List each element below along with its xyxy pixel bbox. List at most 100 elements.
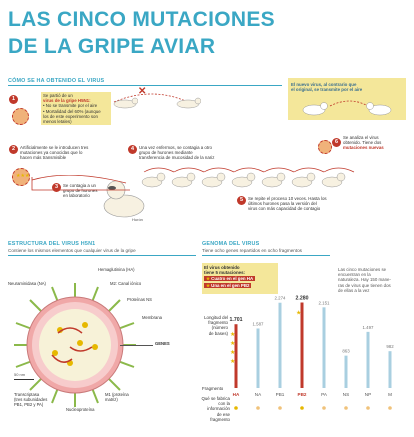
step-3-line: grupo de hurones	[63, 188, 98, 194]
fragment-length-label: 2.274	[275, 296, 287, 301]
page-title-line1: LAS CINCO MUTACIONES	[8, 8, 275, 31]
note-line: ras de virus que tienen dos	[338, 282, 391, 288]
genome-subtitle: Tiene ocho genes repartidos en ocho frag…	[202, 248, 302, 253]
legend-item-ha-label: Cuatro en el gen HA	[211, 276, 254, 281]
genome-divider	[202, 255, 330, 256]
step-2-line: Artificialmente se le introducen tres	[20, 145, 89, 150]
step-6-line: Se analiza el virus	[343, 135, 379, 140]
protein-product-icon	[344, 406, 348, 410]
fragment-name-label: PB2	[298, 392, 307, 397]
structure-subtitle: Contiene los mismos elementos que cualqu…	[8, 248, 136, 253]
genome-bar-chart: 1.701★★★★HA1.587NA2.274PB12.280★PB22.151…	[230, 296, 394, 410]
axis-label-line: de bases)	[208, 330, 228, 336]
fragment-name-label: NA	[255, 392, 262, 397]
function-label-line: Qué se fabrica	[201, 396, 230, 401]
fragment-length-label: 2.280	[296, 296, 309, 302]
step-6-line: obtenido. Tiene dos	[343, 140, 382, 146]
legend-title-line: tiene 5 mutaciones:	[204, 270, 245, 276]
step-4-line: Una vez enfermos, se contagia a otro	[139, 145, 212, 150]
virus-mutated-icon	[12, 168, 30, 186]
protein-product-icon	[256, 406, 260, 410]
step-6-badge: 6	[332, 138, 341, 147]
fragment-length-label: 1.497	[363, 325, 375, 330]
step-2-line: mutaciones ya conocidas que lo	[20, 150, 83, 156]
fragment-name-label: NS	[343, 392, 349, 397]
label-ns-proteins: Proteínas NS	[127, 297, 152, 302]
fragment-name-label: M	[388, 392, 392, 397]
star-icon: ★	[206, 283, 210, 288]
step-3-badge: 3	[52, 183, 61, 192]
step-1-line: menos letales)	[43, 119, 72, 125]
label-neuraminidase: Neuraminidasa (NA)	[8, 281, 46, 286]
step-1-line: los de este experimento son	[43, 113, 98, 119]
length-axis-label: Longitud del fragmento (número de bases)	[202, 315, 228, 336]
fragment-bar-pb2	[300, 302, 304, 388]
label-transcriptase-sub2: PB1, PB2 y PA)	[14, 402, 44, 407]
protein-product-icon	[366, 406, 370, 410]
step-2-line: hacen más transmisible	[20, 155, 67, 161]
step-6-line: mutaciones nuevas	[343, 145, 384, 151]
legend-item-pb2-label: Una en el gen PB2	[211, 283, 250, 288]
protein-product-icon	[300, 406, 304, 410]
label-transcriptase: Transcriptasa	[14, 392, 40, 397]
step-3-line: en laboratorio	[63, 193, 90, 199]
star-icon: ★	[206, 276, 210, 281]
legend-item-pb2: ★ Una en el gen PB2	[204, 283, 252, 289]
fragment-name-label: PA	[321, 392, 328, 397]
virus-new-icon	[318, 140, 332, 154]
mutation-star-icon: ★	[230, 358, 235, 365]
step-5-line: virus con más capacidad de contagio	[248, 206, 321, 212]
virus-original-icon	[12, 108, 29, 125]
fragment-bar-pb1	[278, 302, 282, 388]
step-1-line: Se partió de un	[43, 93, 73, 98]
protein-product-icon	[388, 406, 392, 410]
scale-bar	[14, 379, 34, 380]
mutation-star-icon: ★	[296, 310, 301, 317]
fragment-name-label: HA	[233, 392, 240, 397]
fragment-bar-np	[366, 331, 370, 388]
ferret-icon	[113, 97, 138, 109]
process-heading: CÓMO SE HA OBTENIDO EL VIRUS	[8, 78, 105, 84]
note-line: Las cinco mutaciones se	[338, 267, 387, 272]
mutation-stars-icon: ★★★	[16, 173, 30, 179]
mutation-star-icon: ★	[230, 340, 235, 347]
fragment-length-label: 2.151	[319, 300, 331, 305]
mutation-star-icon: ★	[230, 331, 235, 338]
protein-product-icon	[278, 406, 282, 410]
protein-product-icon	[322, 406, 326, 410]
label-transcriptase-sub: (tres subunidades	[14, 397, 48, 402]
fragment-bar-ha	[234, 324, 238, 388]
airborne-arrow-dashed	[113, 93, 189, 103]
scale-label: 50 nm	[14, 372, 26, 377]
process-divider	[8, 85, 282, 86]
ferret-chain	[141, 167, 355, 188]
legend-title-line: El virus obtenido	[204, 265, 240, 270]
step-3-line: Se contagia a un	[63, 183, 96, 188]
genome-note: Las cinco mutaciones se encuentran en la…	[338, 267, 410, 293]
fragment-length-label: 863	[342, 349, 350, 354]
fragment-name-label: PB1	[276, 392, 285, 397]
note-line: de ellas a la vez	[338, 287, 370, 293]
note-line: naturaleza. Hay 150 mane-	[338, 277, 391, 283]
airborne-line: el original, se transmite por el aire	[291, 87, 363, 93]
page-title-line2: DE LA GRIPE AVIAR	[8, 35, 216, 58]
fragment-bar-m	[388, 351, 392, 388]
fragment-name-label: NP	[365, 392, 371, 397]
legend-item-ha: ★ Cuatro en el gen HA	[204, 276, 256, 282]
step-1-line: virus de la gripe H5N1:	[43, 98, 91, 104]
axis-label-line: (número	[211, 325, 228, 331]
label-m1: M1 (proteína	[105, 392, 129, 397]
function-label-line: con la información	[207, 401, 230, 412]
label-m1-sub: matriz)	[105, 397, 118, 402]
step-1-line: • Mortalidad del 60% (aunque	[43, 108, 101, 114]
label-hemagglutinin: Hemaglutinina (HA)	[98, 267, 135, 272]
note-line: encuentran en la	[338, 272, 371, 278]
step-5-line: Se repite el proceso 10 veces. Hasta los	[248, 196, 327, 201]
step-5-text: Se repite el proceso 10 veces. Hasta los…	[248, 196, 388, 212]
ferret-label: Hurón	[132, 217, 143, 222]
step-4-line: transferencia de mucosidad de la nariz	[139, 155, 215, 161]
step-5-badge: 5	[237, 196, 246, 205]
function-label-line: de ese fragmento	[210, 411, 230, 422]
axis-label-line: Longitud del	[204, 315, 228, 320]
virus-structure-diagram	[14, 283, 136, 407]
